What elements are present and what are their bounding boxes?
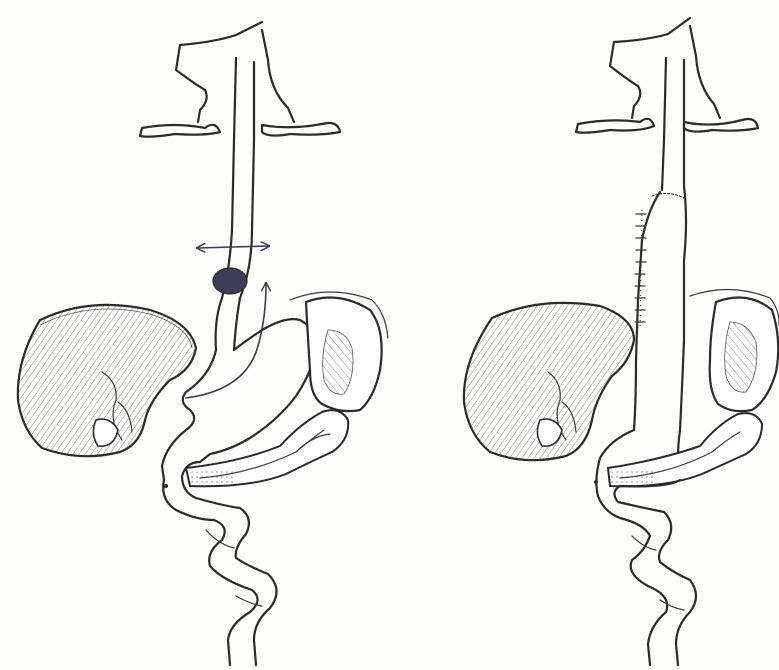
left-esophagus bbox=[216, 58, 254, 350]
right-gastric-conduit bbox=[634, 186, 686, 480]
right-cervical-esophagus bbox=[662, 58, 684, 190]
right-clavicles bbox=[576, 119, 758, 133]
left-panel-before-resection bbox=[18, 22, 388, 665]
left-liver bbox=[18, 305, 196, 456]
right-liver bbox=[464, 303, 634, 460]
left-tumor bbox=[213, 268, 247, 294]
right-pancreas bbox=[608, 413, 762, 486]
left-spleen bbox=[290, 292, 388, 411]
left-clavicles bbox=[140, 123, 340, 137]
right-spleen bbox=[690, 289, 779, 411]
left-resection-arrow bbox=[198, 246, 268, 248]
right-panel-after-reconstruction bbox=[464, 18, 779, 665]
left-pancreas bbox=[186, 410, 348, 486]
left-small-bowel bbox=[163, 462, 276, 665]
